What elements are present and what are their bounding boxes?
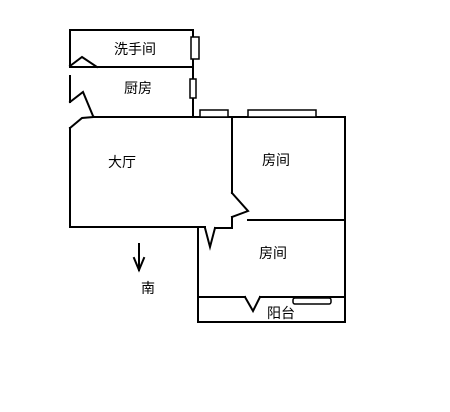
bedroom-1-window <box>247 109 317 118</box>
south-arrow-icon <box>132 243 146 273</box>
kitchen-window <box>189 78 197 99</box>
living-room-label: 大厅 <box>108 155 136 171</box>
bathroom-window <box>190 36 200 60</box>
compass-label: 南 <box>141 281 155 297</box>
bedroom-1-door <box>230 191 250 219</box>
balcony-door <box>243 295 262 314</box>
bedroom-1-label: 房间 <box>262 153 290 169</box>
living-room-walls <box>69 116 233 229</box>
balcony-label: 阳台 <box>267 306 295 322</box>
living-room-window <box>199 109 229 118</box>
kitchen-door <box>68 90 95 118</box>
bedroom-2-label: 房间 <box>259 246 287 262</box>
bathroom-door <box>68 55 99 69</box>
bedroom-2-walls <box>197 216 346 323</box>
bedroom-2-window <box>292 297 332 305</box>
kitchen-label: 厨房 <box>124 81 152 97</box>
living-room-south-door <box>203 226 217 251</box>
bathroom-label: 洗手间 <box>114 42 156 58</box>
living-room-entry-door <box>68 115 96 130</box>
upper-rooms-walls <box>69 29 194 117</box>
